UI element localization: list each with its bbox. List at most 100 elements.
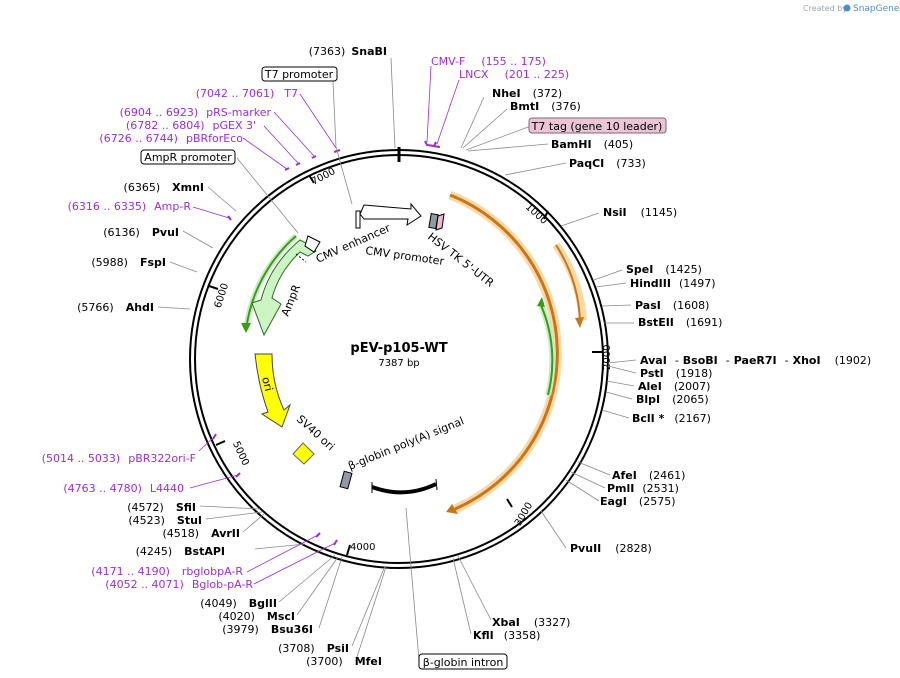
- enzyme-name-pvui: PvuI: [152, 226, 179, 239]
- feature-label-ampr: AmpR: [279, 282, 303, 318]
- ruler-tick-5000: [215, 440, 226, 446]
- cmv-enhancer-block: [355, 210, 361, 229]
- enzyme-name-stui: StuI: [177, 514, 202, 527]
- credit-created-by: Created by: [803, 4, 847, 13]
- ori-arrow: [254, 353, 292, 428]
- enzyme-pvui: (6136)PvuI: [103, 226, 179, 239]
- enzyme-pos-pasi: (1608): [673, 299, 710, 312]
- primer-leader-cmv-f: [426, 65, 432, 143]
- ampr-green-arrowhead-icon: [241, 323, 251, 333]
- leader-pasi: [601, 304, 632, 307]
- leader-alei: [606, 380, 635, 387]
- enzyme-xbai: XbaI(3327): [492, 616, 570, 629]
- backbone: [189, 147, 609, 569]
- enzyme-name-bglii: BglII: [249, 597, 277, 610]
- ruler-label-4000: 4000: [350, 542, 375, 553]
- leader-pmli: [570, 471, 606, 489]
- leader-bstapi: [254, 543, 306, 550]
- primer-range-amp-r: (6316 .. 6335): [68, 200, 147, 213]
- ori-feature: ori: [254, 353, 292, 428]
- primer-mark-lncx: [432, 145, 441, 148]
- enzyme-name-afei: AfeI: [612, 469, 637, 482]
- enzyme-name-psti: PstI: [640, 367, 664, 380]
- enzyme-name-avrii: AvrII: [211, 527, 240, 540]
- ruler-label-6000: 6000: [213, 282, 231, 310]
- ruler-label-2000: 2000: [602, 345, 613, 370]
- leader-beta-globin-intron: [405, 507, 420, 661]
- insert-region: [446, 190, 587, 514]
- plasmid-center-label: pEV-p105-WT 7387 bp: [350, 341, 447, 369]
- leader-lines: [157, 57, 637, 661]
- leader-pvuii: [540, 510, 567, 549]
- primer-range-pbrforeco: (6726 .. 6744): [99, 132, 178, 145]
- enzyme-bstapi: (4245)BstAPI: [136, 545, 225, 558]
- primer-l4440: (4763 .. 4780)L4440: [63, 482, 184, 495]
- enzyme-name-sfii: SfiI: [176, 501, 196, 514]
- enzyme-pos-kfli: (3358): [504, 629, 541, 642]
- enzyme-name-nhei: NheI: [492, 87, 521, 100]
- primer-amp-r: (6316 .. 6335)Amp-R: [68, 200, 192, 213]
- enzyme-pos-psii: (3708): [278, 642, 315, 655]
- enzyme-avai-group: AvaI-BsoBI-PaeR7I-XhoI(1902): [640, 354, 871, 367]
- enzyme-pvuii: PvuII(2828): [570, 542, 652, 555]
- leader-nhei: [460, 96, 485, 149]
- ruler-tick-1000: [543, 210, 549, 220]
- enzyme-pos-bglii: (4049): [200, 597, 237, 610]
- primer-lncx: LNCX(201 .. 225): [459, 68, 569, 81]
- label-t7-promoter: T7 promoter: [264, 68, 334, 81]
- enzyme-pos-msci: (4020): [218, 610, 255, 623]
- primer-range-t7: (7042 .. 7061): [196, 87, 275, 100]
- primer-range-l4440: (4763 .. 4780): [63, 482, 142, 495]
- leader-avai: [607, 359, 637, 364]
- leader-psti: [607, 365, 637, 374]
- cmv-arrow: [359, 202, 422, 227]
- leader-xbai: [457, 555, 492, 621]
- enzyme-bglii: (4049) BglII: [200, 597, 277, 610]
- primer-leader-prs: [273, 111, 315, 157]
- hsv-utr-region: HSV TK 5'-UTR: [425, 213, 497, 290]
- insert-arrowhead-icon: [446, 504, 458, 514]
- leader-mfei: [355, 566, 387, 661]
- restriction-labels: (7363)SnaBI NheI(372) BmtI(376) BamHI(40…: [77, 45, 871, 668]
- box-t7-promoter: [261, 66, 338, 82]
- primer-name-cmv-f: CMV-F: [431, 55, 465, 68]
- primer-cmv-f: CMV-F(155 .. 175): [431, 55, 546, 68]
- feature-label-polya: β-globin poly(A) signal: [346, 414, 466, 472]
- polya-arc: [371, 482, 437, 495]
- enzyme-msci: (4020)MscI: [218, 610, 295, 623]
- leader-afei: [577, 461, 611, 476]
- leader-bsu36i: [318, 556, 343, 629]
- enzyme-name-paer7i: PaeR7I: [734, 354, 777, 367]
- enzyme-pos-ahdi: (5766): [77, 301, 114, 314]
- enzyme-name-bcli: BclI *: [632, 412, 665, 425]
- label-t7-tag: T7 tag (gene 10 leader): [531, 120, 663, 133]
- enzyme-pos-mfei: (3700): [306, 655, 343, 668]
- ruler-tick-6000: [208, 285, 219, 290]
- leader-eagi: [565, 479, 600, 502]
- enzyme-bsteii: BstEII(1691): [638, 316, 722, 329]
- snapgene-logo-icon: [843, 4, 851, 12]
- primer-leaders: [189, 65, 460, 585]
- enzyme-psti: PstI(1918): [640, 367, 712, 380]
- insert-green-arrowhead-icon: [537, 297, 545, 307]
- leader-bglii: [278, 554, 336, 603]
- primer-name-t7: T7: [283, 87, 298, 100]
- primer-leader-l4440: [189, 474, 239, 489]
- ampr-feature: AmpR: [241, 233, 321, 337]
- enzyme-blpi: BlpI(2065): [636, 393, 709, 406]
- enzyme-name-nsii: NsiI: [603, 206, 627, 219]
- enzyme-pos-bcli: (2167): [674, 412, 711, 425]
- enzyme-name-fspi: FspI: [140, 256, 166, 269]
- enzyme-name-avai: AvaI: [640, 354, 667, 367]
- insert-arc: [449, 193, 559, 511]
- box-beta-globin-intron: [418, 653, 508, 670]
- enzyme-paqci: PaqCI(733): [569, 157, 646, 170]
- enzyme-nsii: NsiI(1145): [603, 206, 677, 219]
- beta-globin-polya-region: β-globin poly(A) signal: [339, 414, 466, 495]
- primer-t7: (7042 .. 7061) T7: [196, 87, 298, 100]
- primer-range-prs-marker: (6904 .. 6923): [120, 106, 199, 119]
- enzyme-name-bamhi: BamHI: [551, 138, 592, 151]
- enzyme-pos-nhei: (372): [533, 87, 563, 100]
- primer-mark-amp-r: [227, 215, 232, 221]
- ruler-label-1000: 1000: [523, 202, 549, 227]
